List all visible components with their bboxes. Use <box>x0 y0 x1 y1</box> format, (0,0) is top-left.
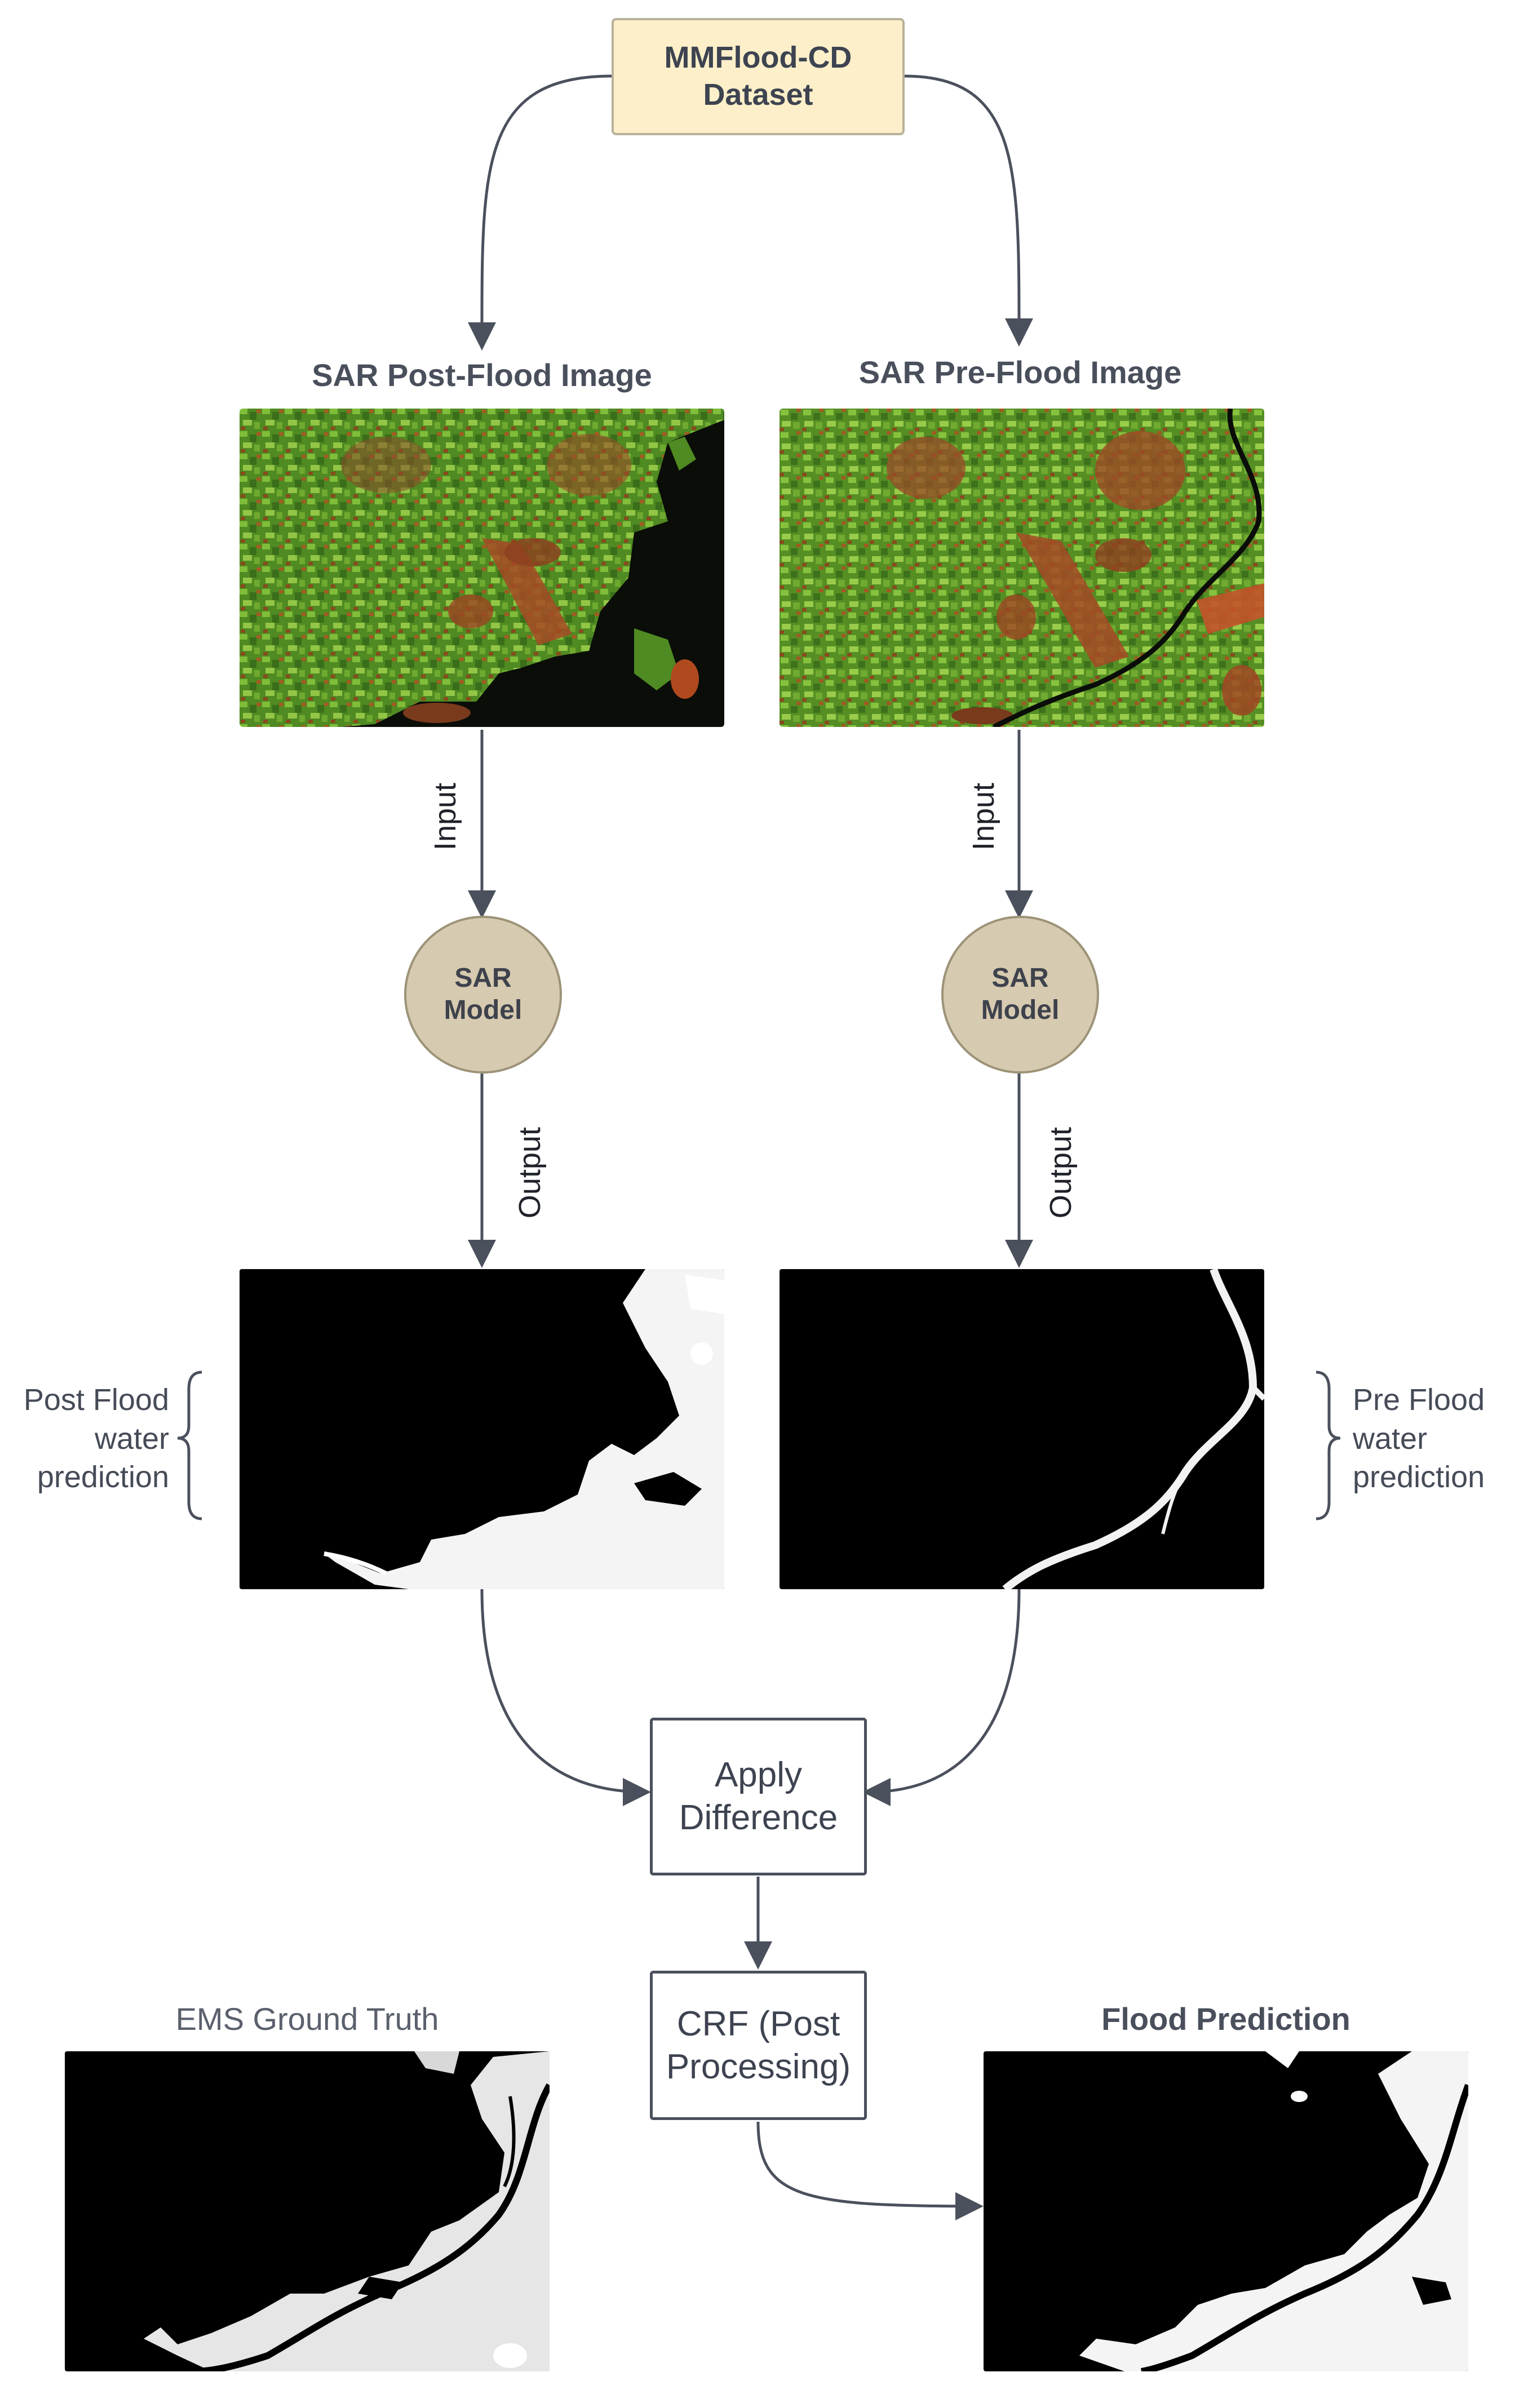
pre-flood-water-prediction-mask <box>780 1269 1264 1589</box>
sar-pre-flood-image <box>780 409 1264 727</box>
output-label-left: Output <box>513 1127 547 1219</box>
pre-flood-water-prediction-label: Pre Flood water prediction <box>1353 1383 1485 1495</box>
brace-right <box>1316 1371 1341 1520</box>
dataset-box: MMFlood-CD Dataset <box>612 18 905 135</box>
apply-difference-box: Apply Difference <box>650 1718 867 1875</box>
ems-ground-truth-mask <box>65 2051 550 2371</box>
pre-flood-image-title: SAR Pre-Flood Image <box>858 354 1182 390</box>
post-flood-water-prediction-label: Post Flood water prediction <box>23 1383 169 1495</box>
arrow-dataset-to-pre <box>904 74 1034 347</box>
post-flood-water-prediction-mask <box>240 1269 724 1589</box>
output-label-right: Output <box>1044 1127 1078 1219</box>
sar-model-left: SAR Model <box>404 916 562 1074</box>
input-label-left: Input <box>428 782 462 851</box>
flood-prediction-title: Flood Prediction <box>1101 2001 1350 2037</box>
crf-post-processing-box: CRF (Post Processing) <box>650 1971 867 2120</box>
arrow-dataset-to-post <box>467 74 612 351</box>
flood-prediction-mask <box>984 2051 1468 2371</box>
arrow-crf-to-prediction <box>756 2121 984 2220</box>
post-flood-image-title: SAR Post-Flood Image <box>312 357 652 393</box>
sar-post-flood-image <box>240 409 724 727</box>
sar-model-right: SAR Model <box>941 916 1099 1074</box>
brace-left <box>177 1371 202 1520</box>
input-label-right: Input <box>967 782 1000 851</box>
ems-ground-truth-title: EMS Ground Truth <box>175 2001 439 2037</box>
arrow-pre-pred-to-diff <box>862 1589 1021 1806</box>
arrow-post-pred-to-diff <box>480 1589 651 1806</box>
